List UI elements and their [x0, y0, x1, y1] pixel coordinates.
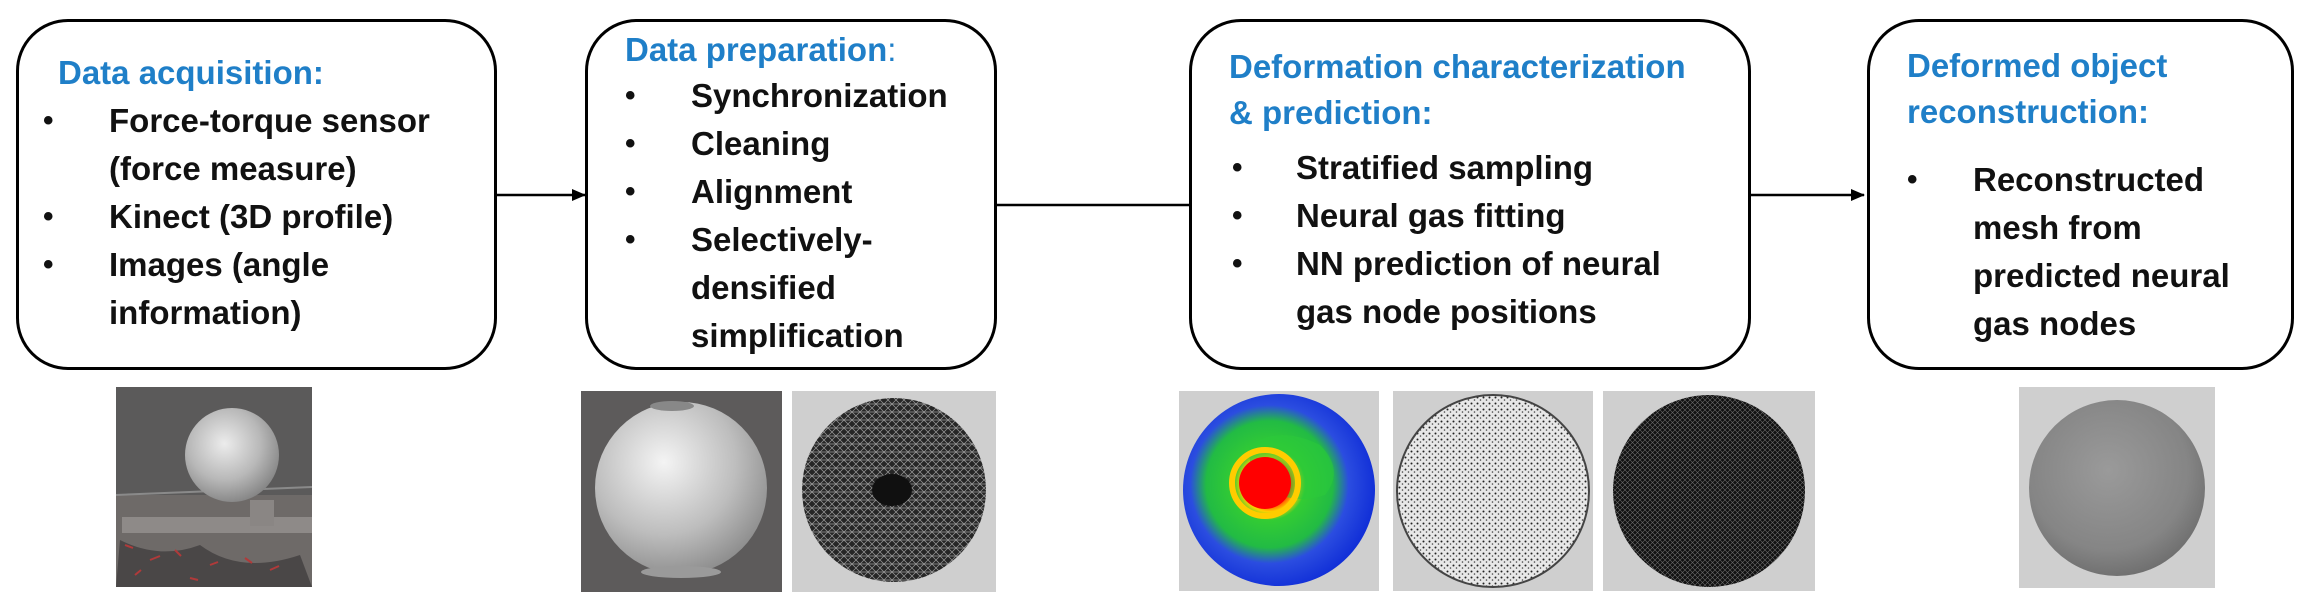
- list-item: • Neural gas fitting: [1232, 192, 1661, 240]
- bullet-line: Neural gas fitting: [1296, 197, 1566, 234]
- bullet-line: predicted neural: [1973, 257, 2230, 294]
- bullet-line: Kinect (3D profile): [109, 198, 394, 235]
- bullet-line: Cleaning: [691, 125, 831, 162]
- preparation-wireframe-mesh-thumbnail: [792, 391, 996, 592]
- bullet-dot: •: [1232, 199, 1243, 232]
- list-item: • Images (angle information): [43, 241, 430, 337]
- bullet-dot: •: [625, 79, 636, 112]
- sphere-on-sensor-photo-icon: [185, 408, 279, 502]
- list-item: • Force-torque sensor (force measure): [43, 97, 430, 193]
- bullet-dot: •: [43, 248, 54, 281]
- bullet-line: Stratified sampling: [1296, 149, 1594, 186]
- bullet-dot: •: [43, 104, 54, 137]
- bullet-line: information): [109, 294, 302, 331]
- stage-title-line: & prediction:: [1229, 94, 1433, 131]
- stage-title: Deformation characterization & predictio…: [1229, 44, 1686, 136]
- characterization-neural-gas-thumbnail: [1603, 391, 1815, 591]
- reconstructed-mesh-sphere-icon: [2029, 400, 2205, 576]
- stage-title: Deformed object reconstruction:: [1907, 43, 2167, 135]
- bullet-dot: •: [43, 200, 54, 233]
- bullet-line: simplification: [691, 317, 904, 354]
- stage-title-colon: :: [887, 31, 897, 68]
- bullet-dot: •: [1907, 163, 1918, 196]
- smooth-sphere-mesh-icon: [595, 402, 767, 574]
- preparation-smooth-mesh-thumbnail: [581, 391, 782, 592]
- bullet-line: Selectively-: [691, 221, 873, 258]
- stage-title-line: Deformed object: [1907, 47, 2168, 84]
- reconstruction-mesh-thumbnail: [2019, 387, 2215, 588]
- bullet-dot: •: [625, 175, 636, 208]
- neural-gas-nodes-sphere-icon: [1613, 395, 1805, 587]
- bullet-dot: •: [625, 127, 636, 160]
- list-item: • Selectively- densified simplification: [625, 216, 948, 360]
- bullet-line: Reconstructed: [1973, 161, 2205, 198]
- bullet-dot: •: [625, 223, 636, 256]
- stage-data-preparation: Data preparation: • Synchronization • Cl…: [585, 19, 997, 370]
- stage-title-text: Data acquisition:: [58, 54, 324, 91]
- stage-data-acquisition: Data acquisition: • Force-torque sensor …: [16, 19, 497, 370]
- bullet-line: gas nodes: [1973, 305, 2137, 342]
- sampled-points-sphere-icon: [1397, 395, 1589, 587]
- bullet-list: • Force-torque sensor (force measure) • …: [43, 97, 430, 337]
- bullet-line: (force measure): [109, 150, 357, 187]
- bullet-list: • Synchronization • Cleaning • Alignment…: [625, 72, 948, 360]
- bullet-line: Alignment: [691, 173, 853, 210]
- list-item: • NN prediction of neural gas node posit…: [1232, 240, 1661, 336]
- stage-deformation-characterization: Deformation characterization & predictio…: [1189, 19, 1751, 370]
- stage-title-line: Deformation characterization: [1229, 48, 1686, 85]
- bullet-list: • Reconstructed mesh from predicted neur…: [1907, 156, 2230, 348]
- stage-title-text: Data preparation: [625, 31, 888, 68]
- characterization-sampled-points-thumbnail: [1393, 391, 1593, 591]
- bullet-line: Force-torque sensor: [109, 102, 430, 139]
- bullet-dot: •: [1232, 247, 1243, 280]
- stage-title: Data acquisition:: [58, 50, 324, 96]
- bullet-line: gas node positions: [1296, 293, 1597, 330]
- stage-title-line: reconstruction:: [1907, 93, 2150, 130]
- list-item: • Alignment: [625, 168, 948, 216]
- bullet-list: • Stratified sampling • Neural gas fitti…: [1232, 144, 1661, 336]
- bullet-line: Images (angle: [109, 246, 330, 283]
- stage-title: Data preparation:: [625, 27, 896, 73]
- bullet-line: densified: [691, 269, 836, 306]
- bullet-line: Synchronization: [691, 77, 948, 114]
- stage-deformed-object-reconstruction: Deformed object reconstruction: • Recons…: [1867, 19, 2294, 370]
- bullet-line: mesh from: [1973, 209, 2142, 246]
- bullet-dot: •: [1232, 151, 1243, 184]
- characterization-heatmap-thumbnail: [1179, 391, 1379, 591]
- list-item: • Synchronization: [625, 72, 948, 120]
- list-item: • Reconstructed mesh from predicted neur…: [1907, 156, 2230, 348]
- acquisition-photo-thumbnail: [115, 387, 313, 587]
- list-item: • Kinect (3D profile): [43, 193, 430, 241]
- bullet-line: NN prediction of neural: [1296, 245, 1661, 282]
- list-item: • Cleaning: [625, 120, 948, 168]
- list-item: • Stratified sampling: [1232, 144, 1661, 192]
